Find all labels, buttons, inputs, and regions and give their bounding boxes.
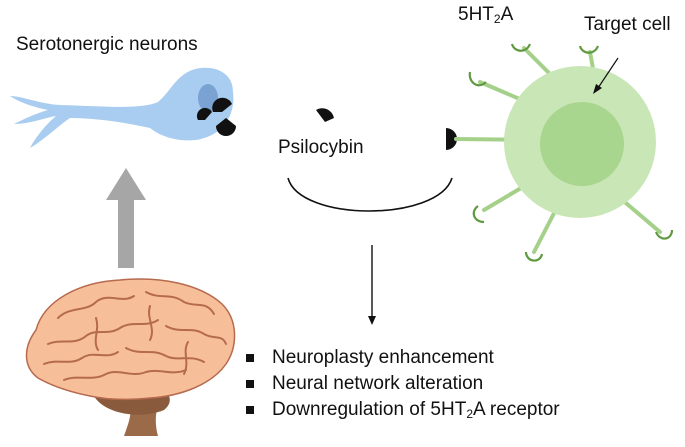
- down-arrow-head: [368, 316, 376, 325]
- receptor-suffix: A: [500, 4, 514, 25]
- brain-illustration: [25, 278, 236, 436]
- label-receptor-5ht2a: 5HT2A: [458, 4, 513, 26]
- label-psilocybin: Psilocybin: [278, 137, 364, 158]
- binding-arc: [287, 177, 453, 212]
- bullet-square: [246, 406, 254, 414]
- serotonin-vesicles: [196, 97, 236, 136]
- label-target-cell: Target cell: [584, 14, 671, 35]
- outcome-item: Neuroplasty enhancement: [232, 345, 560, 371]
- serotonergic-neuron: [10, 67, 236, 148]
- bullet-square: [246, 354, 254, 362]
- receptor-cups: [468, 43, 674, 262]
- outcome-item: Downregulation of 5HT2A receptor: [232, 397, 560, 423]
- outcome-text: Downregulation of 5HT: [272, 399, 467, 420]
- upward-arrow: [106, 168, 146, 268]
- target-cell-nucleus: [540, 102, 624, 186]
- outcome-text: Neuroplasty enhancement: [272, 347, 494, 368]
- target-pointer-head: [593, 84, 602, 94]
- brain-folds: [43, 291, 227, 381]
- target-pointer-line: [597, 57, 619, 89]
- psilocybin-molecule: [316, 108, 334, 122]
- psilocybin-bound-molecule: [446, 128, 457, 150]
- outcome-item: Neural network alteration: [232, 371, 560, 397]
- outcome-suffix: A receptor: [473, 399, 560, 420]
- outcomes-list: Neuroplasty enhancement Neural network a…: [232, 345, 560, 423]
- outcome-text: Neural network alteration: [272, 373, 484, 394]
- target-cell: [454, 43, 674, 262]
- label-serotonergic-neurons: Serotonergic neurons: [16, 34, 198, 55]
- bullet-square: [246, 380, 254, 388]
- neuron-body: [10, 67, 234, 148]
- outcome-subscript: 2: [466, 407, 474, 421]
- receptor-prefix: 5HT: [458, 4, 494, 25]
- receptor-subscript: 2: [493, 12, 501, 26]
